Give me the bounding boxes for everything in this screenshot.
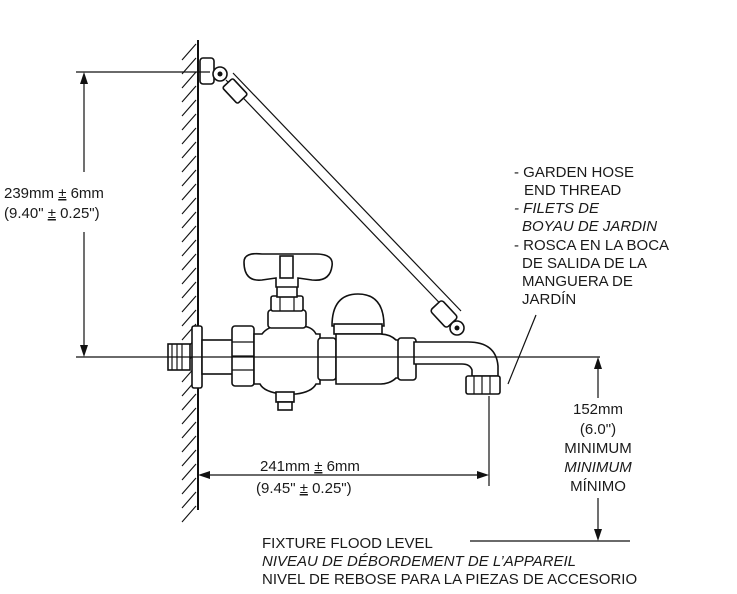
hatch-stroke bbox=[181, 239, 197, 257]
wall-hatching bbox=[181, 43, 197, 523]
hatch-stroke bbox=[181, 491, 197, 509]
hose-thread-note: - GARDEN HOSE END THREAD - FILETS DE BOY… bbox=[514, 164, 669, 308]
wall bbox=[181, 40, 199, 523]
height-in-text: (9.40" ± 0.25") bbox=[4, 205, 100, 222]
clearance-es-text: MÍNIMO bbox=[570, 478, 626, 495]
hose-note-line-8: JARDÍN bbox=[522, 291, 576, 308]
flood-level-note: FIXTURE FLOOD LEVEL NIVEAU DE DÉBORDEMEN… bbox=[262, 535, 637, 588]
width-in-text: (9.45" ± 0.25") bbox=[256, 480, 352, 497]
flood-level-en: FIXTURE FLOOD LEVEL bbox=[262, 535, 433, 552]
hatch-stroke bbox=[181, 393, 197, 411]
support-rod bbox=[199, 57, 465, 336]
width-dimension-label: 241mm ± 6mm (9.45" ± 0.25") bbox=[256, 458, 360, 497]
hatch-stroke bbox=[181, 505, 197, 523]
clearance-dimension-label: 152mm (6.0") MINIMUM MINIMUM MÍNIMO bbox=[564, 401, 632, 495]
hatch-stroke bbox=[181, 295, 197, 313]
hatch-stroke bbox=[181, 463, 197, 481]
hose-note-line-7: MANGUERA DE bbox=[522, 273, 633, 290]
clearance-mm-text: 152mm bbox=[573, 401, 623, 418]
hatch-stroke bbox=[181, 449, 197, 467]
hose-note-line-4: BOYAU DE JARDIN bbox=[522, 218, 657, 235]
hatch-stroke bbox=[181, 127, 197, 145]
width-mm-text: 241mm ± 6mm bbox=[260, 458, 360, 475]
hatch-stroke bbox=[181, 183, 197, 201]
hatch-stroke bbox=[181, 141, 197, 159]
hose-note-line-5: - ROSCA EN LA BOCA bbox=[514, 237, 669, 254]
hatch-stroke bbox=[181, 435, 197, 453]
hatch-stroke bbox=[181, 211, 197, 229]
clearance-en-text: MINIMUM bbox=[564, 440, 632, 457]
dimension-lines bbox=[76, 71, 630, 542]
hatch-stroke bbox=[181, 477, 197, 495]
hatch-stroke bbox=[181, 113, 197, 131]
hatch-stroke bbox=[181, 57, 197, 75]
clearance-fr-text: MINIMUM bbox=[564, 459, 632, 476]
hatch-stroke bbox=[181, 169, 197, 187]
clearance-in-text: (6.0") bbox=[580, 421, 616, 438]
flood-level-fr: NIVEAU DE DÉBORDEMENT DE L’APPAREIL bbox=[262, 553, 576, 570]
hatch-stroke bbox=[181, 71, 197, 89]
hatch-stroke bbox=[181, 267, 197, 285]
hatch-stroke bbox=[181, 309, 197, 327]
hatch-stroke bbox=[181, 253, 197, 271]
hatch-stroke bbox=[181, 281, 197, 299]
hatch-stroke bbox=[181, 225, 197, 243]
hose-note-line-2: END THREAD bbox=[524, 182, 621, 199]
faucet-body bbox=[167, 252, 501, 411]
flood-level-es: NIVEL DE REBOSE PARA LA PIEZAS DE ACCESO… bbox=[262, 571, 637, 588]
hose-note-line-6: DE SALIDA DE LA bbox=[522, 255, 647, 272]
hatch-stroke bbox=[181, 155, 197, 173]
hatch-stroke bbox=[181, 407, 197, 425]
hose-note-line-1: - GARDEN HOSE bbox=[514, 164, 634, 181]
hatch-stroke bbox=[181, 99, 197, 117]
height-dimension-label: 239mm ± 6mm (9.40" ± 0.25") bbox=[4, 185, 104, 222]
hatch-stroke bbox=[181, 43, 197, 61]
height-mm-text: 239mm ± 6mm bbox=[4, 185, 104, 202]
hatch-stroke bbox=[181, 85, 197, 103]
hatch-stroke bbox=[181, 421, 197, 439]
hose-note-line-3: - FILETS DE bbox=[514, 200, 600, 217]
hatch-stroke bbox=[181, 197, 197, 215]
